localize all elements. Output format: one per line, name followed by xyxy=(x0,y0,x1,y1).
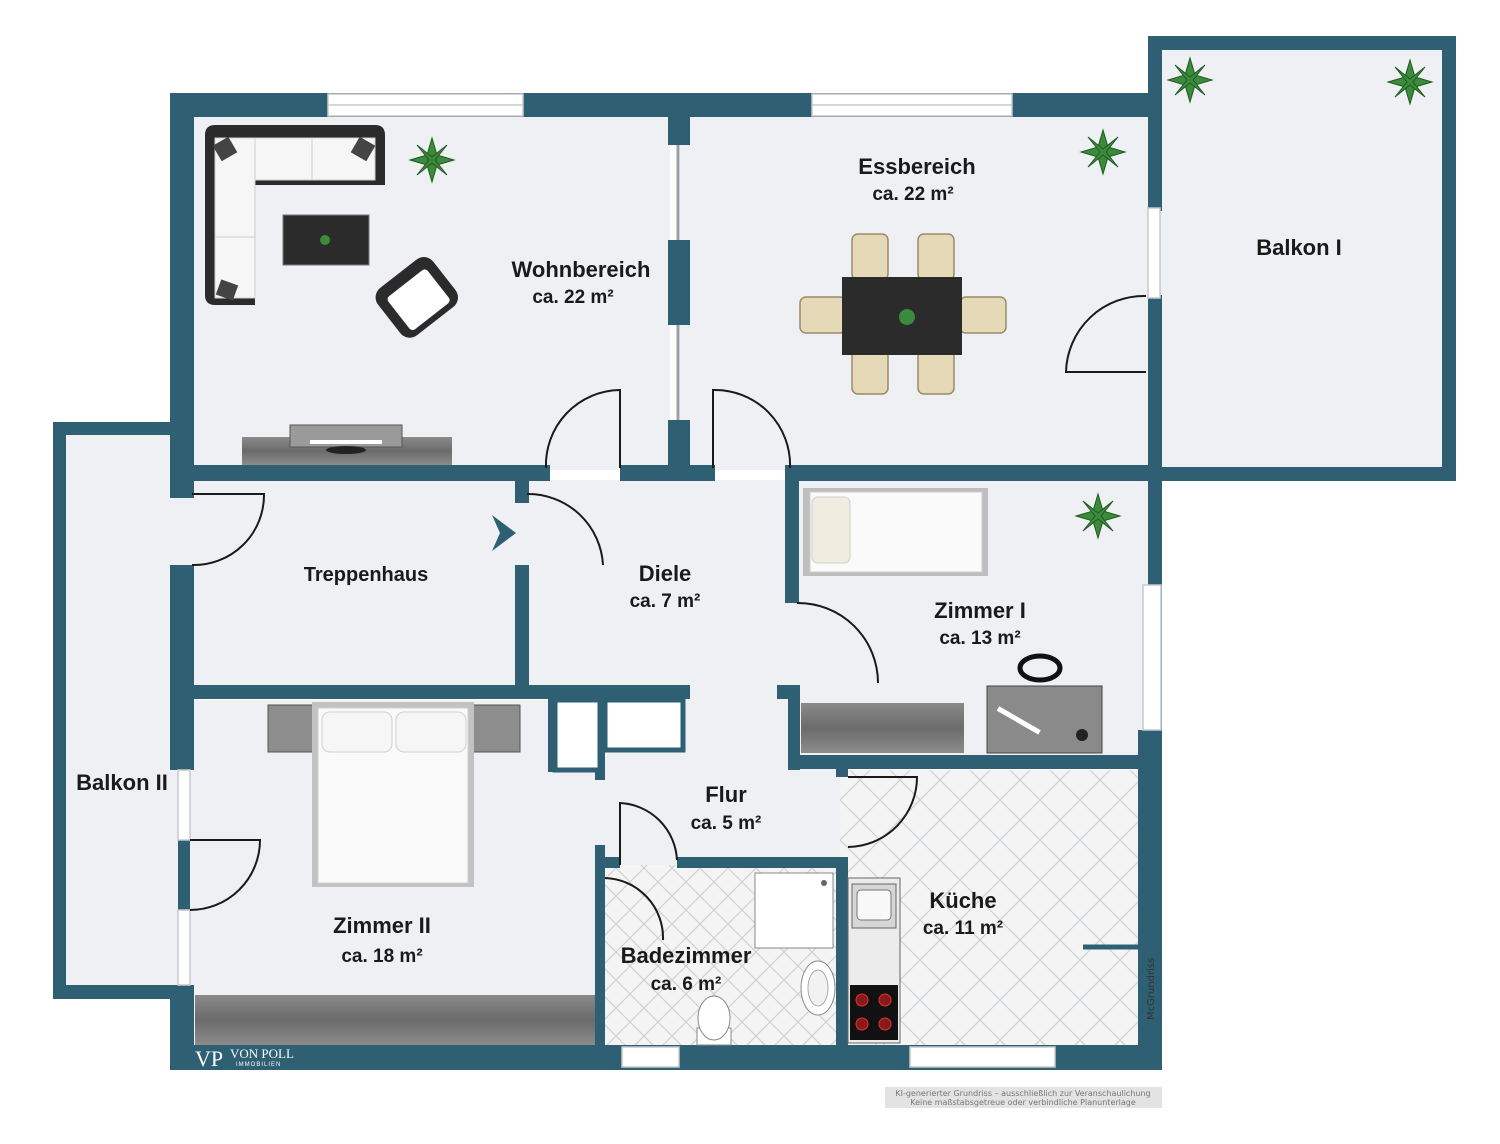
room-name-essbereich: Essbereich xyxy=(858,154,975,179)
tv-sideboard-icon xyxy=(242,424,452,465)
room-area-flur: ca. 5 m² xyxy=(691,813,762,834)
plant-icon xyxy=(1074,492,1122,540)
plant-icon xyxy=(1166,56,1214,104)
logo: VP VON POLL IMMOBILIEN xyxy=(195,1046,294,1071)
room-area-zimmer1: ca. 13 m² xyxy=(939,628,1020,649)
sink-icon xyxy=(800,960,836,1016)
room-name-balkon2: Balkon II xyxy=(76,770,168,795)
kitchen-counter-icon xyxy=(847,877,901,1044)
room-name-diele: Diele xyxy=(639,561,692,586)
coffee-table-icon xyxy=(282,214,370,266)
floors xyxy=(62,48,1445,1055)
room-area-diele: ca. 7 m² xyxy=(630,591,701,612)
floor-balkon1 xyxy=(1160,48,1445,468)
room-name-flur: Flur xyxy=(705,782,747,807)
desk-icon xyxy=(986,653,1103,754)
wardrobe-2-icon xyxy=(195,995,595,1045)
room-name-kueche: Küche xyxy=(929,888,996,913)
dining-table-icon xyxy=(799,233,1007,395)
sofa-icon xyxy=(205,125,385,305)
credit-text: McGrundriss xyxy=(1146,958,1157,1020)
logo-name: VON POLL xyxy=(230,1046,294,1061)
floor-diele xyxy=(525,480,795,690)
disclaimer-line2: Keine maßstabsgetreue oder verbindliche … xyxy=(910,1098,1136,1107)
room-name-balkon1: Balkon I xyxy=(1256,235,1342,260)
closets xyxy=(552,697,686,773)
bed-double-icon xyxy=(267,702,521,887)
room-area-zimmer2: ca. 18 m² xyxy=(341,946,422,967)
room-labels: Wohnbereich ca. 22 m² Essbereich ca. 22 … xyxy=(76,154,1342,995)
wardrobe-icon xyxy=(801,703,964,753)
logo-mark: VP xyxy=(195,1046,223,1071)
logo-sub: IMMOBILIEN xyxy=(236,1062,281,1068)
plant-icon xyxy=(408,136,456,184)
doors xyxy=(189,294,1147,950)
floor-treppenhaus xyxy=(180,480,525,690)
plant-icon xyxy=(1079,128,1127,176)
room-area-essbereich: ca. 22 m² xyxy=(872,184,953,205)
room-name-wohnbereich: Wohnbereich xyxy=(512,257,651,282)
toilet-icon xyxy=(696,995,732,1046)
plant-icon xyxy=(1386,58,1434,106)
disclaimer-line1: KI-generierter Grundriss – ausschließlic… xyxy=(895,1089,1150,1098)
plant-icons xyxy=(408,56,1434,540)
room-name-treppenhaus: Treppenhaus xyxy=(304,564,428,586)
room-area-wohnbereich: ca. 22 m² xyxy=(532,287,613,308)
bed-single-icon xyxy=(803,488,988,576)
disclaimer: KI-generierter Grundriss – ausschließlic… xyxy=(885,1087,1162,1108)
floor-balkon2 xyxy=(62,432,180,987)
windows xyxy=(177,93,1162,1068)
shower-icon xyxy=(754,872,834,949)
room-area-kueche: ca. 11 m² xyxy=(923,918,1003,939)
room-name-zimmer1: Zimmer I xyxy=(934,598,1026,623)
entrance-arrow-icon xyxy=(492,515,516,551)
room-name-zimmer2: Zimmer II xyxy=(333,913,431,938)
room-area-bad: ca. 6 m² xyxy=(651,974,722,995)
armchair-icon xyxy=(375,257,458,338)
room-name-bad: Badezimmer xyxy=(621,943,752,968)
